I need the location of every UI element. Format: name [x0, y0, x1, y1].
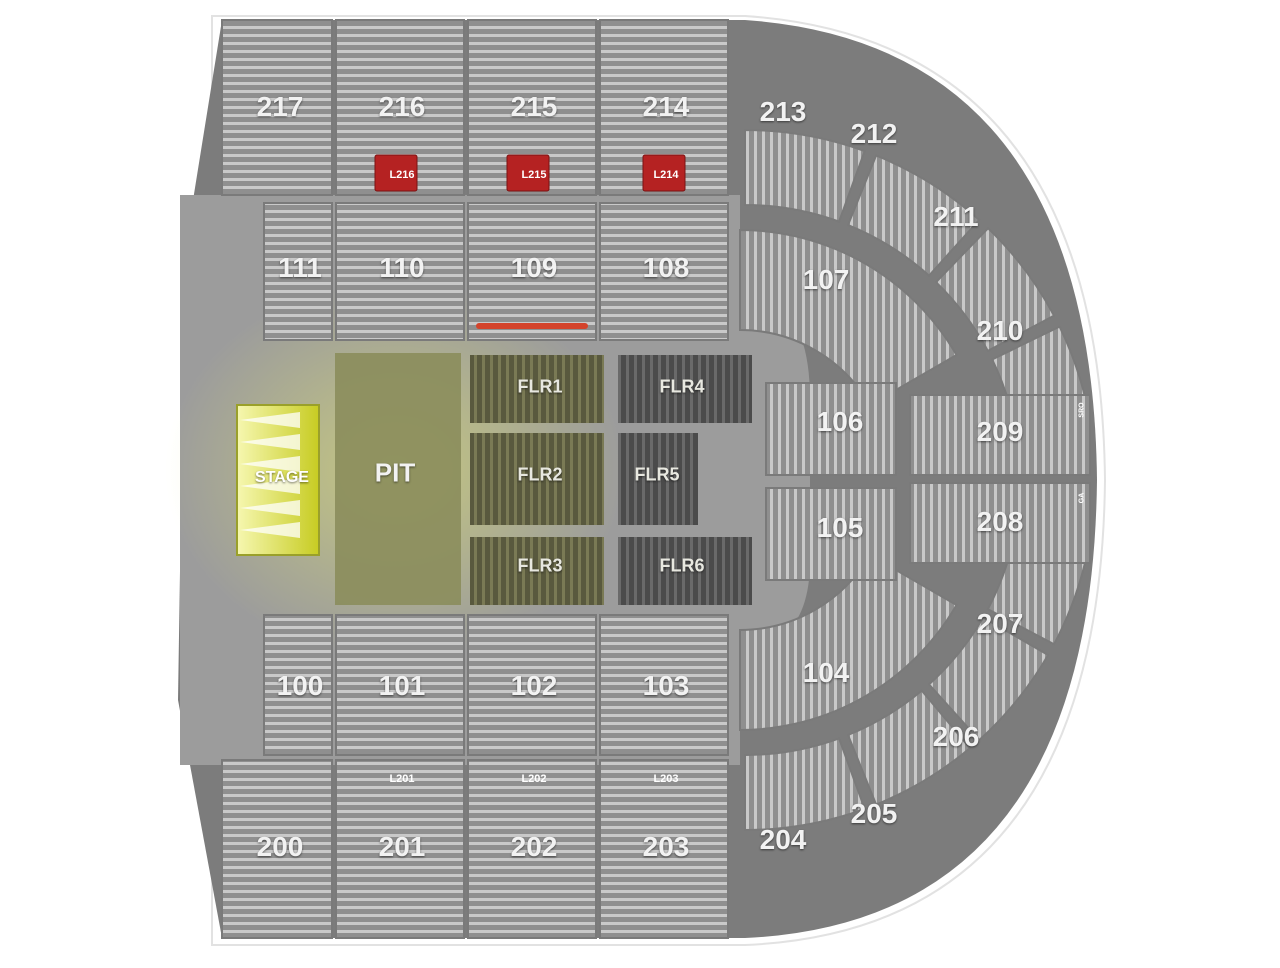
- section-flr5[interactable]: [618, 433, 698, 525]
- section-200[interactable]: [221, 759, 333, 939]
- section-flr1[interactable]: [470, 355, 604, 423]
- section-100[interactable]: [263, 614, 333, 756]
- section-212[interactable]: [846, 154, 981, 278]
- section-103[interactable]: [599, 614, 729, 756]
- section-213[interactable]: [744, 128, 866, 223]
- section-217[interactable]: [221, 19, 333, 196]
- section-flr6[interactable]: [618, 537, 752, 605]
- section-102[interactable]: [467, 614, 597, 756]
- pit-area[interactable]: [335, 353, 461, 605]
- stage-light-beam: [240, 456, 300, 472]
- section-206[interactable]: [927, 616, 1050, 742]
- section-104[interactable]: [739, 553, 958, 732]
- loge-box-1[interactable]: [506, 154, 550, 192]
- section-110[interactable]: [335, 202, 465, 341]
- section-101[interactable]: [335, 614, 465, 756]
- loge-box-0[interactable]: [374, 154, 418, 192]
- section-108[interactable]: [599, 202, 729, 341]
- section-201[interactable]: [335, 759, 465, 939]
- section-109[interactable]: [467, 202, 597, 341]
- section-211[interactable]: [934, 226, 1056, 353]
- section-flr4[interactable]: [618, 355, 752, 423]
- stage-light-beam: [240, 478, 300, 494]
- loge-box-2[interactable]: [642, 154, 686, 192]
- section-105[interactable]: [765, 487, 897, 581]
- stage-light-beam: [240, 500, 300, 516]
- section-111[interactable]: [263, 202, 333, 341]
- section-204[interactable]: [744, 737, 866, 832]
- section-209[interactable]: [909, 394, 1091, 476]
- stage-light-beam: [240, 412, 300, 428]
- section-203[interactable]: [599, 759, 729, 939]
- section-208[interactable]: [909, 482, 1091, 564]
- section-205[interactable]: [846, 689, 972, 806]
- accessible-row-0[interactable]: [476, 323, 588, 329]
- section-flr2[interactable]: [470, 433, 604, 525]
- stage-light-beam: [240, 434, 300, 450]
- section-202[interactable]: [467, 759, 597, 939]
- section-106[interactable]: [765, 382, 897, 476]
- section-flr3[interactable]: [470, 537, 604, 605]
- stage-light-beam: [240, 522, 300, 538]
- section-107[interactable]: [739, 228, 958, 407]
